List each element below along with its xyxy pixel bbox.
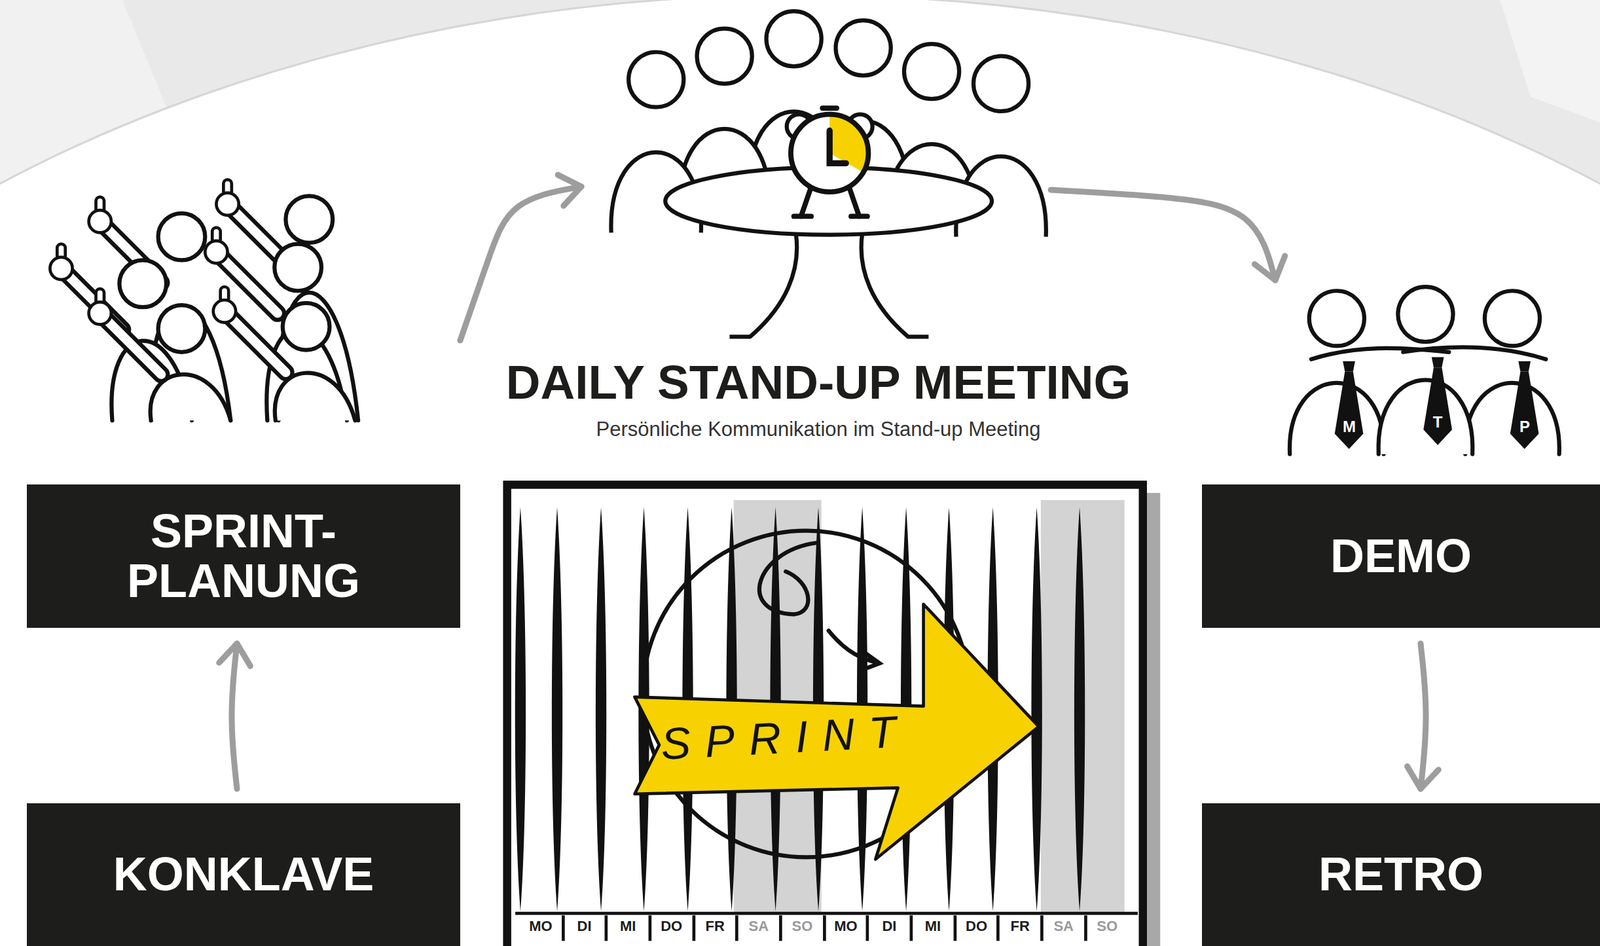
weekday-label: MO: [824, 917, 867, 935]
process-box: RETRO: [1201, 803, 1600, 946]
flow-arrow: [460, 186, 582, 341]
thumbs-up-crowd: [49, 179, 359, 421]
weekday-label: FR: [999, 917, 1041, 935]
process-box: SPRINT-PLANUNG: [26, 183, 461, 628]
box-label: RETRO: [1256, 849, 1546, 900]
person: [89, 288, 232, 421]
weekday-label: DI: [868, 917, 910, 935]
box-label: KONKLAVE: [99, 849, 388, 900]
meeting-people: [610, 11, 1046, 237]
tie-letter: T: [1433, 413, 1443, 432]
weekday-label: SO: [1086, 917, 1128, 935]
demo-team: [1289, 286, 1560, 455]
tie-letter: P: [1519, 417, 1530, 437]
process-box: KONKLAVE: [26, 803, 461, 946]
person: [89, 197, 232, 421]
weekday-label: SA: [1042, 917, 1085, 935]
weekday-label: MO: [519, 917, 562, 935]
weekday-label: DO: [955, 917, 998, 935]
weekday-label: FR: [693, 917, 736, 935]
alarm-clock: [786, 108, 873, 217]
calendar-sheet: [507, 484, 1161, 946]
weekday-label: DO: [650, 917, 693, 935]
sprint-arrow: [634, 604, 1039, 860]
weekday-label: MI: [606, 917, 649, 935]
flow-arrow: [1420, 643, 1426, 789]
black-box: RETRO: [1201, 803, 1600, 946]
box-label: SPRINT-PLANUNG: [99, 506, 388, 606]
meeting-node: DAILY STAND-UP MEETINGPersönliche Kommun…: [589, 15, 1048, 341]
process-box: DEMO: [1201, 288, 1600, 628]
weekday-label: SO: [781, 917, 823, 935]
person: [216, 179, 359, 421]
black-box: SPRINT-PLANUNG: [26, 484, 461, 628]
flow-arrow: [231, 643, 237, 789]
meeting-subtitle: Persönliche Kommunikation im Stand-up Me…: [490, 418, 1146, 440]
person: [213, 286, 356, 421]
weekday-label: DI: [563, 917, 606, 935]
black-box: DEMO: [1201, 484, 1600, 628]
meeting-title: DAILY STAND-UP MEETING: [490, 358, 1146, 406]
black-box: KONKLAVE: [26, 803, 461, 946]
box-label: DEMO: [1256, 531, 1546, 582]
weekday-label: MI: [911, 917, 954, 935]
flow-arrow: [1050, 189, 1276, 281]
sprint-calendar: SPRINTMODIMIDOFRSASOMODIMIDOFRSASO: [507, 484, 1144, 946]
background-facet: [1499, 0, 1600, 123]
sprint-label: SPRINT: [634, 707, 938, 768]
tie-letter: M: [1342, 417, 1356, 437]
weekday-label: SA: [737, 917, 780, 935]
